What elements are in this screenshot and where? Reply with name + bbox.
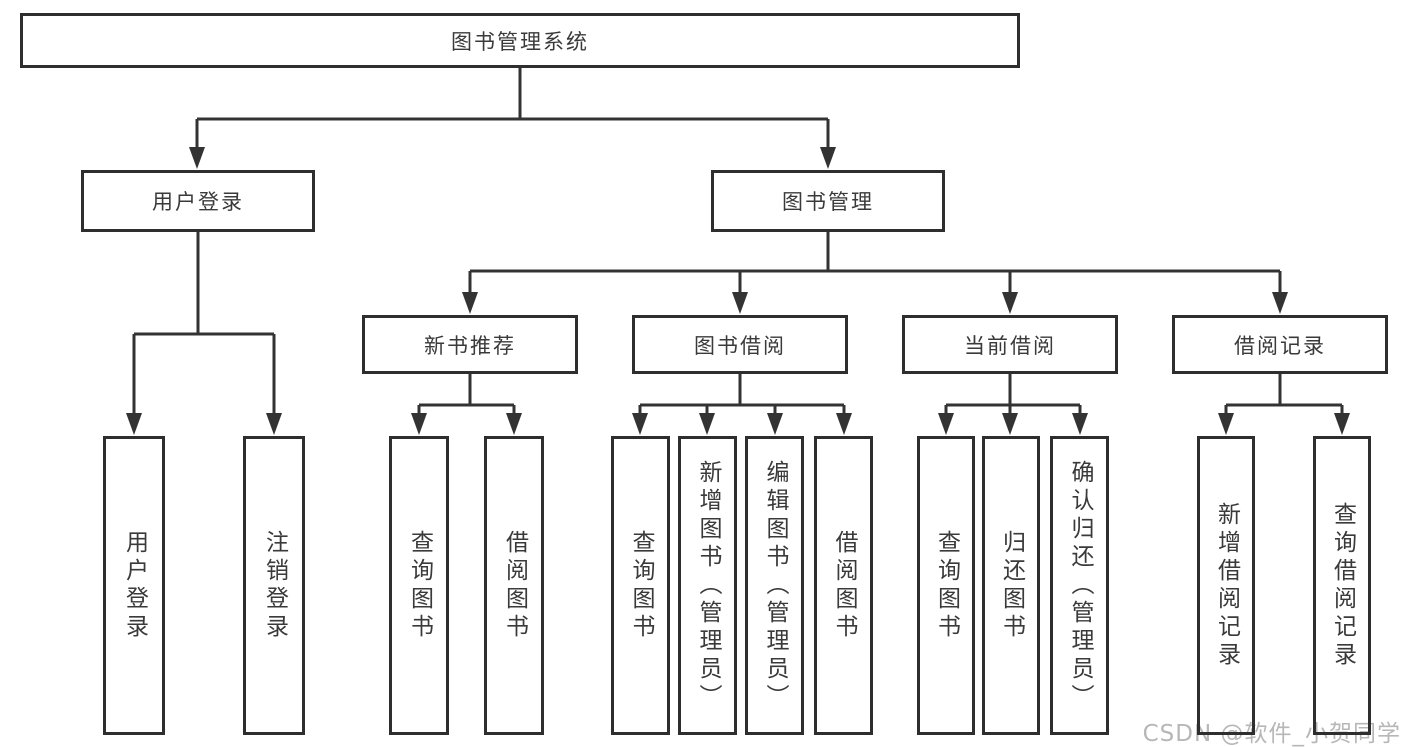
node-user-login: 用户登录 [81, 170, 315, 232]
csdn-watermark: CSDN @软件_小贺同学 [1142, 721, 1401, 747]
node-root: 图书管理系统 [20, 13, 1020, 68]
node-new-book-recommend: 新书推荐 [362, 315, 578, 374]
node-borrow-records: 借阅记录 [1172, 315, 1388, 374]
leaf-newbooks-query-books-label: 查询图书 [406, 529, 433, 642]
leaf-records-add-record-label: 新增借阅记录 [1213, 501, 1240, 670]
node-book-management: 图书管理 [711, 170, 945, 232]
leaf-current-return-books-label: 归还图书 [998, 529, 1025, 642]
leaf-borrow-query-books-label: 查询图书 [628, 529, 654, 642]
leaf-records-add-record: 新增借阅记录 [1197, 436, 1255, 735]
node-root-label: 图书管理系统 [451, 29, 589, 54]
leaf-current-query-books-label: 查询图书 [933, 529, 960, 642]
leaf-borrow-borrow-books-label: 借阅图书 [831, 529, 857, 642]
leaf-records-query-record-label: 查询借阅记录 [1329, 501, 1356, 670]
leaf-user-login: 用户登录 [103, 436, 165, 735]
leaf-borrow-edit-books-admin: 编辑图书（管理员） [745, 436, 804, 735]
leaf-borrow-query-books: 查询图书 [611, 436, 670, 735]
node-new-book-recommend-label: 新书推荐 [424, 333, 516, 358]
arrowheads [126, 147, 1350, 435]
node-current-borrow: 当前借阅 [902, 315, 1118, 374]
leaf-newbooks-borrow-books: 借阅图书 [484, 436, 544, 735]
leaf-current-return-books: 归还图书 [982, 436, 1040, 735]
leaf-newbooks-borrow-books-label: 借阅图书 [501, 529, 528, 642]
node-user-login-label: 用户登录 [152, 190, 244, 214]
node-book-management-label: 图书管理 [782, 190, 874, 214]
leaf-current-query-books: 查询图书 [917, 436, 975, 735]
leaf-records-query-record: 查询借阅记录 [1313, 436, 1371, 735]
leaf-borrow-add-books-admin: 新增图书（管理员） [678, 436, 737, 735]
node-book-borrow: 图书借阅 [632, 315, 848, 374]
leaf-logout-label: 注销登录 [261, 529, 288, 642]
node-current-borrow-label: 当前借阅 [964, 333, 1056, 358]
leaf-newbooks-query-books: 查询图书 [389, 436, 449, 735]
node-book-borrow-label: 图书借阅 [694, 333, 786, 358]
leaf-user-login-label: 用户登录 [121, 529, 148, 642]
leaf-borrow-add-books-admin-label: 新增图书（管理员） [695, 459, 721, 712]
leaf-borrow-edit-books-admin-label: 编辑图书（管理员） [762, 459, 788, 712]
node-borrow-records-label: 借阅记录 [1234, 333, 1326, 358]
leaf-current-confirm-return-admin-label: 确认归还（管理员） [1067, 459, 1093, 712]
leaf-borrow-borrow-books: 借阅图书 [814, 436, 873, 735]
leaf-current-confirm-return-admin: 确认归还（管理员） [1050, 436, 1109, 735]
leaf-logout: 注销登录 [243, 436, 305, 735]
